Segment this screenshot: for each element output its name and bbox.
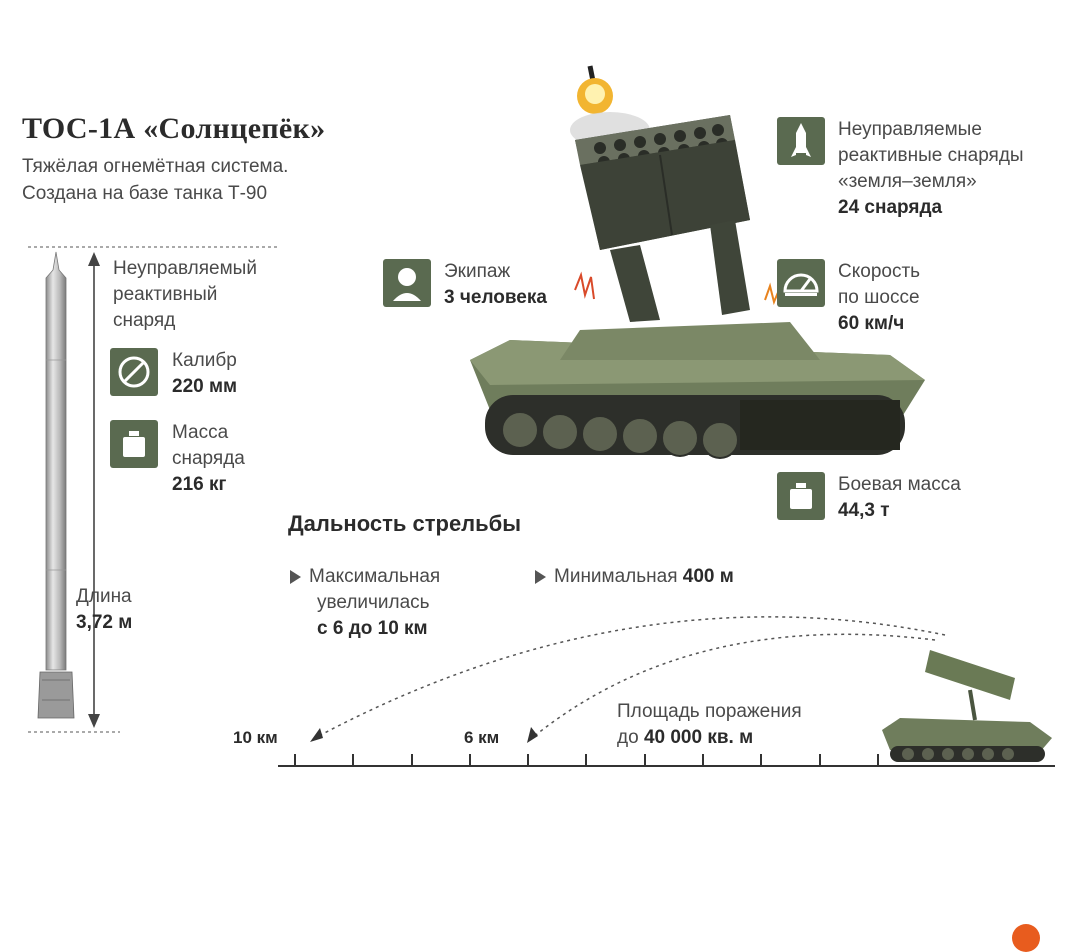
min-range-text: Минимальная 400 м [535,564,734,590]
tick-label-10km: 10 км [233,728,278,747]
crew-icon [383,259,431,307]
page-subtitle: Тяжёлая огнемётная система. Создана на б… [22,153,288,207]
weight-icon [110,420,158,468]
trajectory-6km [531,633,936,739]
combat-mass-text: Боевая масса 44,3 т [838,474,961,521]
range-title: Дальность стрельбы [288,511,522,536]
projectile-mass-text: Масса снаряда 216 кг [172,422,245,495]
trajectory-10km [314,616,946,739]
speedometer-icon [777,259,825,307]
bullet-triangle-icon [290,569,301,584]
caliber-text: Калибр 220 мм [172,350,238,397]
rocket-label: Неуправляемый реактивный снаряд [113,258,257,331]
speed-text: Скорость по шоссе 60 км/ч [838,261,921,334]
caliber-icon [110,348,158,396]
subtitle-line-2: Создана на базе танка Т-90 [22,183,268,204]
page-title: ТОС-1А «Солнцепёк» [22,112,326,145]
max-range-text: Максимальная увеличилась с 6 до 10 км [290,564,440,642]
orange-dot [1012,924,1040,952]
bullet-triangle-icon [535,569,546,584]
tick-label-6km: 6 км [464,728,500,747]
tos-vehicle-illustration [470,65,925,459]
rocket-body [45,251,67,671]
rocket-illustration [28,246,278,733]
combat-weight-icon [777,472,825,520]
rocket-tail [37,671,75,719]
range-diagram [278,616,1055,767]
subtitle-line-1: Тяжёлая огнемётная система. [22,156,289,177]
area-text: Площадь поражения до 40 000 кв. м [617,701,802,748]
rocket-projectile-icon [777,117,825,165]
crew-text: Экипаж 3 человека [444,261,547,308]
tank-turret [560,322,820,360]
projectiles-text: Неуправляемые реактивные снаряды «земля–… [838,119,1024,218]
small-vehicle-icon [882,650,1052,762]
length-text: Длина 3,72 м [76,586,133,633]
